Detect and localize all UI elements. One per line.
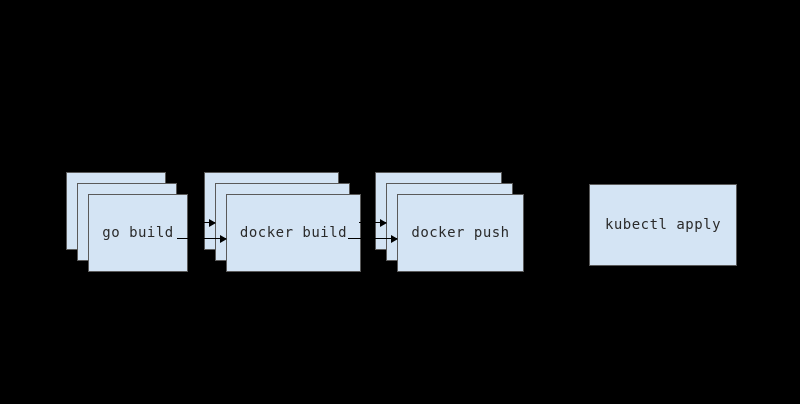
connector-docker-build-to-docker-push-upper: [359, 218, 387, 227]
connector-go-build-to-docker-build-lower: [177, 234, 227, 243]
stage-go-build-label: go build: [102, 225, 174, 241]
stage-docker-push-layer-front[interactable]: docker push: [397, 194, 524, 272]
stage-docker-build-layer-front[interactable]: docker build: [226, 194, 361, 272]
connector-go-build-to-docker-build-upper: [188, 218, 216, 227]
stage-docker-build-label: docker build: [239, 225, 348, 241]
stage-kubectl-apply[interactable]: kubectl apply: [589, 184, 737, 266]
stage-go-build-layer-front[interactable]: go build: [88, 194, 188, 272]
stage-docker-push-label: docker push: [411, 225, 510, 241]
connector-docker-build-to-docker-push-lower: [348, 234, 398, 243]
stage-kubectl-apply-label: kubectl apply: [604, 217, 722, 233]
